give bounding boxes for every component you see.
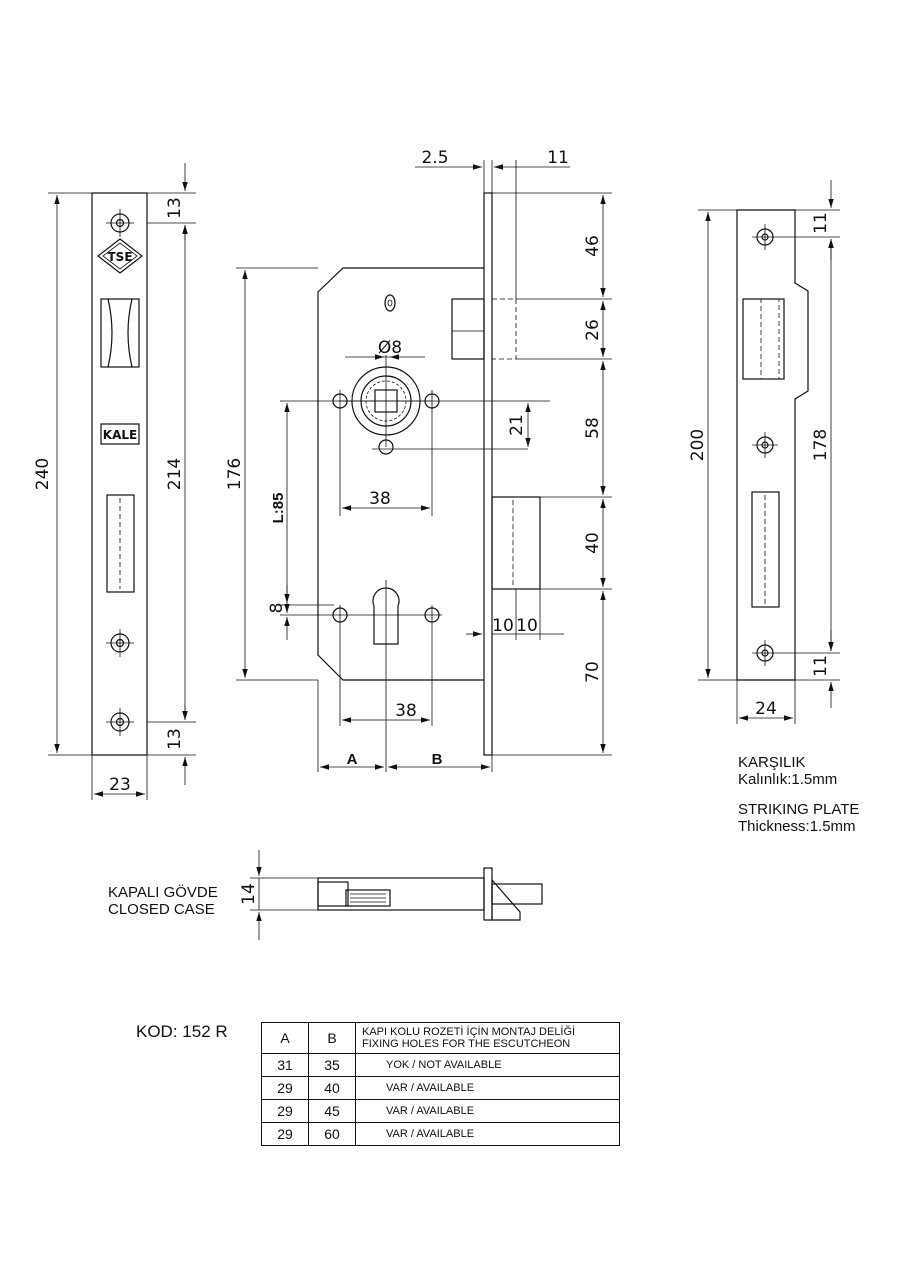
table-cell-b: 60: [308, 1122, 356, 1146]
front-plate: [483, 192, 493, 756]
dim-body-height: 176: [225, 458, 245, 490]
table-row: 29 45 VAR / AVAILABLE: [261, 1099, 620, 1123]
table-cell-a: 29: [261, 1099, 309, 1123]
faceplate-screw-hole-mid: [106, 629, 134, 657]
faceplate-view: TSE KALE 240 214 13: [33, 163, 196, 800]
escutcheon-table: A B KAPI KOLU ROZETİ İÇİN MONTAJ DELİĞİ …: [261, 1022, 620, 1146]
escutcheon-holes-top: [280, 390, 550, 516]
table-row: 31 35 YOK / NOT AVAILABLE: [261, 1053, 620, 1077]
dim-hole-spacing-top: 38: [369, 489, 391, 509]
dim-bolt-projection-b: 10: [516, 616, 538, 636]
dim-faceplate-bottom: 13: [165, 728, 185, 750]
deadbolt: [491, 496, 541, 590]
dim-faceplate-top: 13: [165, 197, 185, 219]
table-row: 29 60 VAR / AVAILABLE: [261, 1122, 620, 1146]
dim-striking-height: 200: [688, 429, 708, 461]
dim-backset-offset: 11: [547, 148, 569, 168]
dim-plate-thickness: 2.5: [421, 148, 448, 168]
table-cell-b: 35: [308, 1053, 356, 1077]
closed-case-label-en: CLOSED CASE: [108, 901, 215, 918]
dim-striking-width: 24: [755, 699, 777, 719]
dim-latch-height: 26: [583, 319, 603, 341]
dim-spindle-diameter: Ø8: [378, 338, 402, 358]
table-cell-b: 45: [308, 1099, 356, 1123]
latch-window: [100, 298, 140, 368]
dim-closed-case-thickness: 14: [239, 883, 259, 905]
kale-logo: KALE: [100, 423, 140, 445]
dim-bottom: 70: [583, 661, 603, 683]
striking-screw-top: [752, 224, 778, 250]
table-cell-note: VAR / AVAILABLE: [355, 1099, 620, 1123]
tse-logo: TSE: [97, 238, 143, 274]
dim-hole-spacing-bottom: 38: [395, 701, 417, 721]
striking-plate-outline: [736, 209, 809, 681]
table-header-row: A B KAPI KOLU ROZETİ İÇİN MONTAJ DELİĞİ …: [261, 1022, 620, 1054]
table-cell-note: YOK / NOT AVAILABLE: [355, 1053, 620, 1077]
dim-spindle-to-bolt: 58: [583, 417, 603, 439]
dim-bolt-projection-a: 10: [492, 616, 514, 636]
dim-col-b: B: [432, 751, 443, 768]
dim-striking-inner: 178: [811, 429, 831, 461]
table-header-note-en: FIXING HOLES FOR THE ESCUTCHEON: [362, 1038, 571, 1050]
striking-plate-thickness-en: Thickness:1.5mm: [738, 818, 856, 835]
table-header-a: A: [261, 1022, 309, 1054]
dim-faceplate-height: 240: [33, 458, 53, 490]
dim-faceplate-width: 23: [109, 775, 131, 795]
dim-striking-bottom: 11: [811, 655, 831, 677]
lock-body-view: 2.5 11 46 26 58 40 70 21 Ø8 176 L:8: [225, 148, 612, 772]
tse-logo-text: TSE: [107, 250, 132, 264]
table-header-b: B: [308, 1022, 356, 1054]
case-outline: [317, 267, 484, 681]
dim-distance: L:85: [270, 493, 287, 524]
striking-screw-mid: [752, 432, 778, 458]
striking-plate-thickness-tr: Kalınlık:1.5mm: [738, 771, 838, 788]
closed-case-view: 14: [239, 850, 543, 940]
closed-case-label-tr: KAPALI GÖVDE: [108, 884, 218, 901]
table-cell-b: 40: [308, 1076, 356, 1100]
table-cell-a: 31: [261, 1053, 309, 1077]
striking-screw-bottom: [752, 640, 778, 666]
table-header-note: KAPI KOLU ROZETİ İÇİN MONTAJ DELİĞİ FIXI…: [355, 1022, 620, 1054]
table-cell-a: 29: [261, 1076, 309, 1100]
kale-logo-text: KALE: [103, 428, 137, 442]
dim-top-to-latch: 46: [583, 235, 603, 257]
dim-striking-top: 11: [811, 212, 831, 234]
striking-plate-label-en: STRIKING PLATE: [738, 801, 860, 818]
dim-bolt-height: 40: [583, 532, 603, 554]
striking-plate-view: 200 178 11 11 24: [688, 180, 840, 724]
faceplate-screw-hole-bottom: [106, 708, 134, 736]
cylinder-hole: [280, 580, 442, 726]
table-cell-a: 29: [261, 1122, 309, 1146]
table-cell-note: VAR / AVAILABLE: [355, 1076, 620, 1100]
faceplate-outline: [91, 192, 148, 756]
dim-spindle-vertical: 21: [507, 414, 527, 436]
dim-faceplate-hole-span: 214: [165, 458, 185, 490]
table-header-note-tr: KAPI KOLU ROZETİ İÇİN MONTAJ DELİĞİ: [362, 1026, 576, 1038]
dim-cylinder-offset: 8: [267, 603, 287, 614]
table-row: 29 40 VAR / AVAILABLE: [261, 1076, 620, 1100]
latch: [451, 298, 517, 360]
bolt-window: [106, 494, 135, 593]
faceplate-screw-hole-top: [106, 209, 134, 237]
striking-plate-label-tr: KARŞILIK: [738, 754, 806, 771]
dim-col-a: A: [347, 751, 358, 768]
table-cell-note: VAR / AVAILABLE: [355, 1122, 620, 1146]
product-code: KOD: 152 R: [136, 1022, 228, 1041]
